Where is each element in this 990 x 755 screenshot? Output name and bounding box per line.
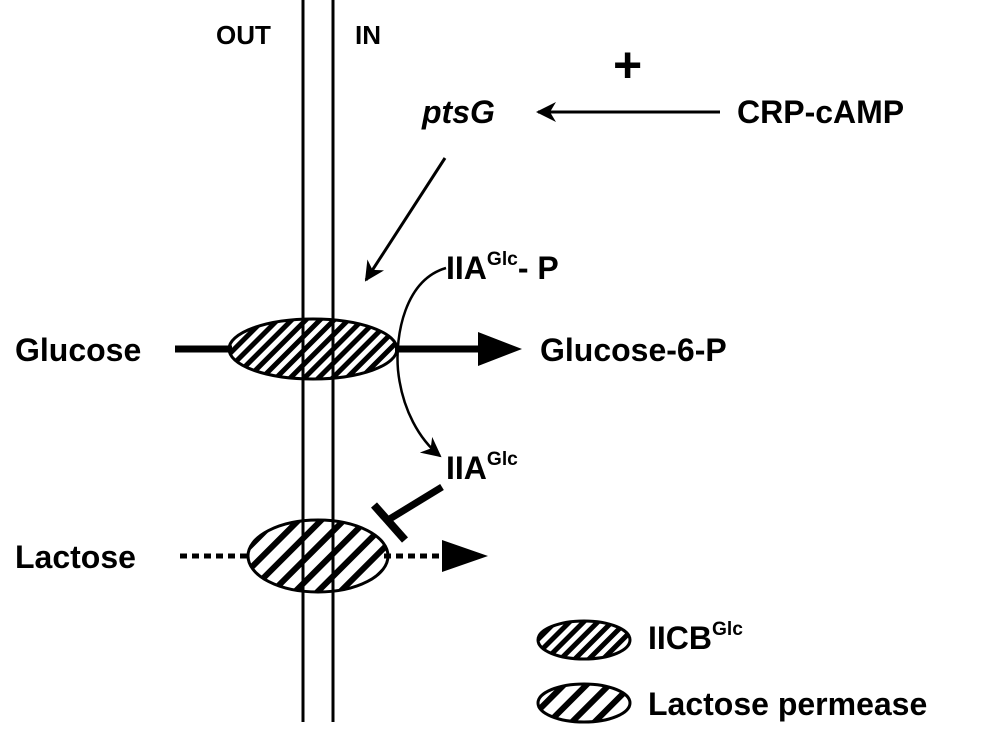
iia-glc-label: IIAGlc (446, 448, 518, 486)
iia-glc-sup: Glc (486, 448, 518, 470)
iia-glc-p-label: IIAGlc- P (446, 248, 559, 286)
legend-label-iicb-sup: Glc (712, 618, 743, 640)
inhibition-line (386, 484, 444, 523)
glucose-arrowhead (478, 332, 522, 366)
legend-swatch-lactose-permease (536, 682, 632, 724)
legend-label-iicb: IICBGlc (648, 618, 743, 656)
iia-glc-p-suffix: - P (517, 250, 559, 286)
out-label: OUT (216, 20, 271, 50)
glucose-6-p-label: Glucose-6-P (540, 332, 727, 368)
crp-camp-label: CRP-cAMP (737, 94, 905, 130)
legend-swatch-iicb (536, 619, 632, 661)
phospho-transfer-curve (396, 266, 447, 458)
iicb-glc-transporter (227, 317, 399, 381)
activation-sign: + (613, 37, 643, 93)
iia-glc-base: IIA (446, 450, 487, 486)
lactose-arrowhead (442, 540, 488, 572)
lactose-permease (246, 518, 390, 594)
inhibition-bar (371, 502, 408, 543)
glucose-label: Glucose (15, 332, 142, 368)
iia-glc-p-base: IIA (446, 250, 487, 286)
in-label: IN (355, 20, 381, 50)
lactose-label: Lactose (15, 539, 136, 575)
legend-label-iicb-base: IICB (648, 620, 712, 656)
legend-label-lactose-permease: Lactose permease (648, 686, 928, 722)
ptsg-gene-label: ptsG (422, 94, 495, 130)
iia-glc-p-sup: Glc (486, 248, 518, 270)
expression-arrow (364, 157, 447, 282)
